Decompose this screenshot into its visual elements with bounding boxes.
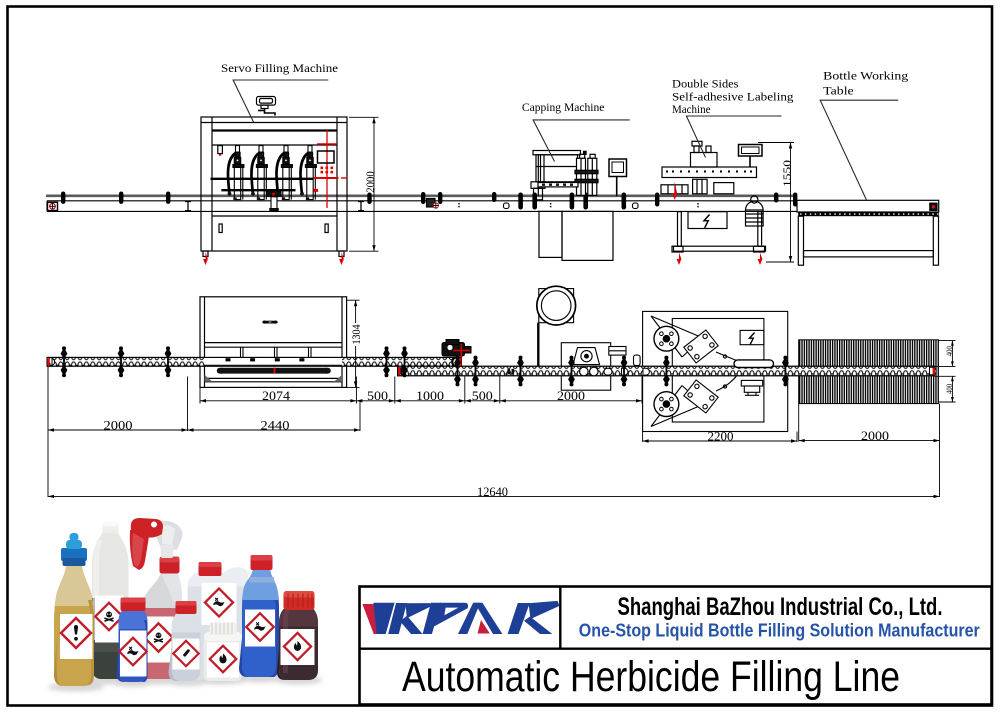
- svg-text:12640: 12640: [477, 485, 508, 499]
- svg-text:1550: 1550: [781, 159, 793, 187]
- svg-text:2000: 2000: [104, 418, 133, 432]
- svg-text:Automatic Herbicide Filling Li: Automatic Herbicide Filling Line: [402, 654, 900, 701]
- svg-text:400: 400: [944, 384, 954, 394]
- svg-text:Table: Table: [823, 84, 854, 97]
- svg-text:1000: 1000: [416, 389, 444, 403]
- svg-text:Shanghai BaZhou Industrial Co.: Shanghai BaZhou Industrial Co., Ltd.: [618, 594, 943, 621]
- svg-text:2074: 2074: [262, 389, 291, 403]
- svg-text:Servo Filling Machine: Servo Filling Machine: [221, 62, 338, 75]
- svg-text:2000: 2000: [557, 389, 585, 403]
- svg-text:Machine: Machine: [672, 103, 711, 116]
- svg-text:2000: 2000: [365, 171, 377, 193]
- svg-text:Double Sides: Double Sides: [672, 78, 739, 91]
- svg-text:2000: 2000: [861, 429, 889, 443]
- svg-text:1304: 1304: [351, 324, 363, 344]
- svg-text:Bottle Working: Bottle Working: [823, 69, 908, 82]
- svg-text:2200: 2200: [708, 430, 734, 444]
- svg-text:One-Stop Liquid Bottle Filling: One-Stop Liquid Bottle Filling Solution …: [579, 621, 980, 641]
- svg-text:2440: 2440: [261, 418, 290, 432]
- svg-text:400: 400: [944, 346, 954, 356]
- svg-text:500: 500: [367, 389, 388, 403]
- svg-text:500: 500: [472, 389, 493, 403]
- svg-text:Capping Machine: Capping Machine: [522, 101, 605, 114]
- svg-text:Self-adhesive Labeling: Self-adhesive Labeling: [672, 90, 794, 103]
